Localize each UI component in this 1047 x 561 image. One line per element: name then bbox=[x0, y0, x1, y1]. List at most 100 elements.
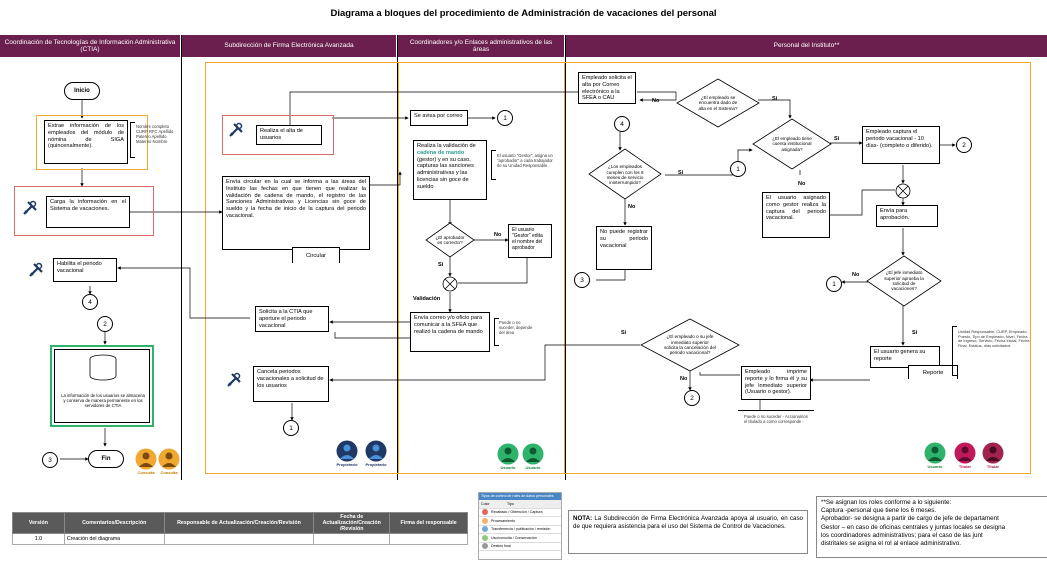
lane-header-coord: Coordinadores y/o Enlaces administrativo… bbox=[398, 35, 564, 57]
connector-1: 1 bbox=[497, 110, 513, 126]
database-icon bbox=[89, 354, 117, 381]
connector-2: 2 bbox=[956, 137, 972, 153]
legend-item: Transferencia / publicación / remisión bbox=[479, 526, 561, 534]
si-label: Si bbox=[912, 330, 918, 336]
page-title: Diagrama a bloques del procedimiento de … bbox=[330, 8, 717, 19]
question-cancelacion: ¿El empleado o su jefe inmediato superio… bbox=[664, 334, 716, 356]
step-imprime-reporte: Empleado imprime reporte y lo firma él y… bbox=[741, 366, 811, 400]
cadena-de-mando-highlight: cadena de mando bbox=[417, 149, 465, 156]
roles-line: Gestor – en caso de oficinas centrales y… bbox=[821, 523, 1006, 531]
person-icon bbox=[135, 448, 157, 470]
legend-swatch bbox=[482, 517, 488, 524]
nota-label: NOTA: bbox=[573, 515, 593, 522]
merge-node bbox=[442, 276, 458, 292]
step-aviso-correo: Se avisa por correo bbox=[410, 110, 468, 126]
table-header: Fecha de Actualización/Creación /Revisió… bbox=[313, 511, 391, 535]
envia-note: Puede o no suceder, depende del área bbox=[499, 320, 533, 336]
step-no-registrar: No puede registrar su periodo vacacional bbox=[596, 226, 652, 270]
step-envia-correo: Envía correo y/o oficio para comunicar a… bbox=[410, 312, 490, 352]
lane-divider bbox=[397, 35, 398, 480]
table-cell: Creación del diagrama bbox=[63, 533, 165, 546]
no-label: No bbox=[680, 376, 688, 382]
roles-line: **Se asignan los roles conforme a lo sig… bbox=[821, 499, 952, 506]
roles-line: los coordinadores administrativos; para … bbox=[821, 531, 983, 539]
decision-alta bbox=[676, 78, 760, 128]
decision-aprobador bbox=[425, 222, 475, 258]
gestor-note: El usuario "Gestor", asigna un "aprobado… bbox=[497, 153, 553, 169]
no-label: No bbox=[628, 204, 636, 210]
si-label: Si bbox=[834, 136, 840, 142]
si-label: Si bbox=[438, 262, 444, 268]
question-alta: ¿El empleado se encuentra dado de alta e… bbox=[698, 95, 738, 111]
si-label: Si bbox=[772, 96, 778, 102]
nota-text: La Subdirección de Firma Electrónica Ava… bbox=[573, 515, 803, 531]
note-bracket bbox=[491, 150, 496, 180]
extract-highlight bbox=[36, 115, 148, 170]
role-label: Usuario bbox=[500, 465, 516, 470]
validacion-label: Validación bbox=[413, 296, 441, 302]
table-header-row: Versión Comentarios/Descripción Responsa… bbox=[12, 511, 468, 535]
step-gestor-edita: El usuario "Gestor" edita el nombre del … bbox=[508, 224, 552, 258]
no-label: No bbox=[852, 272, 860, 278]
person-icon bbox=[497, 443, 519, 465]
legend-label: Transferencia / publicación / remisión bbox=[491, 527, 551, 532]
person-icon bbox=[982, 442, 1004, 464]
table-header: Comentarios/Descripción bbox=[63, 511, 165, 535]
role-label: Usuario bbox=[927, 464, 943, 469]
coord-area-border bbox=[398, 62, 565, 474]
legend-label: Destino final bbox=[491, 544, 511, 549]
person-icon bbox=[924, 442, 946, 464]
legend-swatch bbox=[482, 543, 488, 550]
lane-header-sfea: Subdirección de Firma Electrónica Avanza… bbox=[182, 35, 396, 57]
no-label: No bbox=[798, 181, 806, 187]
table-cell bbox=[163, 533, 315, 546]
roles-line: distritales se asigna el rol al enlace a… bbox=[821, 539, 961, 547]
legend-title: Tipos de control de roles de datos perso… bbox=[479, 493, 561, 500]
role-label: Titular bbox=[958, 464, 972, 469]
decision-meses bbox=[588, 148, 662, 200]
legend-swatch bbox=[482, 534, 488, 541]
connector-3: 3 bbox=[42, 452, 58, 468]
roles-line: Aprobador- se designa a partir de cargo … bbox=[821, 515, 999, 523]
step-solicita-ctia: Solicita a la CTIA que aperture el perio… bbox=[255, 306, 329, 332]
lane-divider bbox=[181, 35, 182, 480]
table-cell bbox=[313, 533, 391, 546]
step-cancela: Cancela periodos vacacionales a solicitu… bbox=[253, 366, 329, 402]
lane-header-personal: Personal del Instituto** bbox=[566, 35, 1047, 57]
tools-icon bbox=[227, 372, 241, 387]
legend: Tipos de control de roles de datos perso… bbox=[478, 492, 562, 560]
step-habilita: Habilita el periodo vacacional bbox=[53, 258, 117, 282]
roles-line: Captura -personal que tiene los 6 meses. bbox=[821, 507, 937, 515]
table-row: 1.0 Creación del diagrama bbox=[12, 533, 468, 546]
tools-icon bbox=[29, 262, 43, 277]
legend-label: Recabado / Obtención / Captura bbox=[491, 510, 543, 515]
decision-jefe bbox=[866, 255, 942, 307]
step-captura-periodo: Empleado captura el periodo vacacional -… bbox=[862, 126, 940, 164]
validacion-text: Realiza la validación de cadena de mando… bbox=[417, 143, 476, 190]
step-carga-info: Carga la información en el Sistema de va… bbox=[46, 196, 130, 228]
note-bracket bbox=[494, 318, 499, 346]
connector-1: 1 bbox=[283, 420, 299, 436]
no-label: No bbox=[652, 98, 660, 104]
step-envia-aprobacion: Envía para aprobación. bbox=[876, 205, 938, 227]
person-icon bbox=[365, 440, 387, 462]
connector-2: 2 bbox=[684, 390, 700, 406]
step-genera-reporte: El usuario genera su reporte bbox=[870, 346, 940, 368]
person-icon bbox=[522, 443, 544, 465]
step-alta-usuarios: Realiza el alta de usuarios bbox=[256, 125, 322, 145]
role-label: Consulta bbox=[160, 470, 178, 475]
legend-item: Destino final bbox=[479, 543, 561, 551]
process-area-border bbox=[205, 62, 1031, 474]
question-aprobador: ¿El aprobador es correcto? bbox=[435, 234, 465, 245]
connector-3: 3 bbox=[574, 272, 590, 288]
table-header: Firma del responsable bbox=[389, 511, 468, 535]
decision-cancelacion bbox=[640, 318, 740, 372]
person-icon bbox=[336, 440, 358, 462]
roles-note: **Se asignan los roles conforme a lo sig… bbox=[816, 496, 1047, 558]
note-bracket bbox=[130, 122, 135, 158]
note-line bbox=[738, 410, 814, 411]
step-gestor-captura: El usuario asignado como gestor realiza … bbox=[762, 192, 830, 238]
reporte-fields-note: Unidad Responsable, CURP, Empleado, Pues… bbox=[958, 329, 1030, 349]
reporte-document: Reporte bbox=[908, 365, 958, 379]
table-header: Versión bbox=[12, 511, 65, 535]
